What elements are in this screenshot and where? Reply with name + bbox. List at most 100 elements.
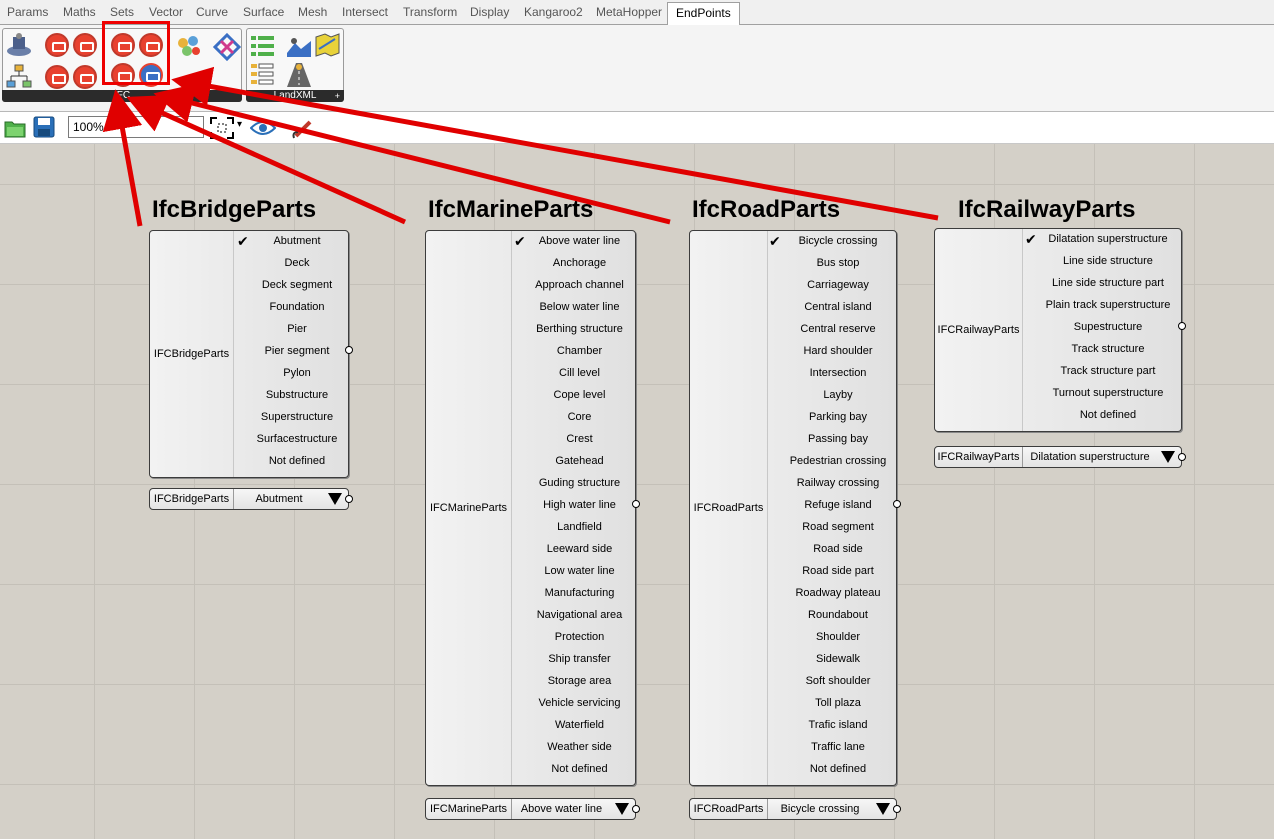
dropdown-arrow-icon[interactable] (328, 493, 342, 505)
road-list-item[interactable]: Railway crossing (796, 477, 880, 489)
road-list-item[interactable]: Roadway plateau (795, 587, 881, 599)
bridge-list-item[interactable]: Not defined (268, 455, 326, 467)
railway-list-item[interactable]: Supestructure (1073, 321, 1143, 333)
ifc-bridge-parts-icon[interactable] (109, 31, 137, 59)
railway-list-item[interactable]: Track structure (1071, 343, 1145, 355)
road-list-item[interactable]: Layby (823, 389, 853, 401)
preview-eye-icon[interactable] (249, 118, 277, 138)
road-dropdown-output-port[interactable] (893, 805, 901, 813)
marine-list-item[interactable]: Cope level (553, 389, 606, 401)
landxml-list-icon[interactable] (249, 33, 277, 61)
road-list-item[interactable]: Road side (813, 543, 863, 555)
tab-endpoints[interactable]: EndPoints (667, 2, 740, 25)
open-file-icon[interactable] (4, 116, 26, 138)
road-list-item[interactable]: Soft shoulder (805, 675, 871, 687)
bridge-output-port[interactable] (345, 346, 353, 354)
road-output-port[interactable] (893, 500, 901, 508)
railway-list-item[interactable]: Line side structure (1063, 255, 1153, 267)
ifc-pin-car-icon[interactable] (71, 63, 99, 91)
railway-list-item[interactable]: Turnout superstructure (1052, 387, 1164, 399)
bridge-list-item[interactable]: Pylon (283, 367, 311, 379)
road-list-item[interactable]: Passing bay (808, 433, 868, 445)
marine-list-item[interactable]: Below water line (539, 301, 620, 313)
ifc-railway-parts-icon[interactable] (137, 31, 165, 59)
road-list-item[interactable]: Sidewalk (815, 653, 861, 665)
marine-list-item[interactable]: Storage area (547, 675, 612, 687)
road-list-item[interactable]: Road side part (802, 565, 874, 577)
ifc-vehicle-icon[interactable] (43, 31, 71, 59)
marine-list-item[interactable]: Anchorage (552, 257, 607, 269)
tab-mesh[interactable]: Mesh (298, 5, 328, 19)
marine-list-item[interactable]: Gatehead (555, 455, 604, 467)
road-list-item[interactable]: Carriageway (807, 279, 869, 291)
bridge-list-item[interactable]: Abutment (273, 235, 321, 247)
tab-curve[interactable]: Curve (196, 5, 229, 19)
railway-output-port[interactable] (1178, 322, 1186, 330)
bridge-list-item[interactable]: Deck segment (261, 279, 333, 291)
road-list-item[interactable]: Toll plaza (815, 697, 861, 709)
bridge-list-item[interactable]: Superstructure (260, 411, 334, 423)
marine-list-item[interactable]: Vehicle servicing (538, 697, 621, 709)
ifc-hierarchy-icon[interactable] (5, 63, 33, 91)
road-list-item[interactable]: Road segment (802, 521, 874, 533)
tab-kangaroo2[interactable]: Kangaroo2 (524, 5, 583, 19)
ifc-logo-icon[interactable] (212, 32, 242, 62)
marine-list-item[interactable]: Weather side (547, 741, 612, 753)
bridge-list-item[interactable]: Substructure (265, 389, 329, 401)
bridge-list-item[interactable]: Pier segment (264, 345, 330, 357)
tab-params[interactable]: Params (7, 5, 49, 19)
marine-list-item[interactable]: Ship transfer (548, 653, 611, 665)
road-list-item[interactable]: Parking bay (808, 411, 868, 423)
marine-list-item[interactable]: High water line (543, 499, 616, 511)
tab-display[interactable]: Display (470, 5, 510, 19)
marine-list-item[interactable]: Chamber (556, 345, 603, 357)
zoom-extents-icon[interactable] (210, 117, 234, 139)
marine-list-item[interactable]: Protection (554, 631, 605, 643)
ifc-train-icon[interactable] (71, 31, 99, 59)
tab-surface[interactable]: Surface (243, 5, 285, 19)
marine-output-port[interactable] (632, 500, 640, 508)
ifc-pin-person-icon[interactable] (43, 63, 71, 91)
marine-list-item[interactable]: Approach channel (535, 279, 624, 291)
road-list-item[interactable]: Traffic lane (811, 741, 865, 753)
railway-list-item[interactable]: Dilatation superstructure (1048, 233, 1168, 245)
marine-list-item[interactable]: Crest (566, 433, 593, 445)
zoom-input[interactable]: 100% (68, 116, 204, 138)
road-list-item[interactable]: Trafic island (808, 719, 868, 731)
marine-list-item[interactable]: Navigational area (536, 609, 623, 621)
road-list-item[interactable]: Shoulder (815, 631, 861, 643)
marine-list-item[interactable]: Manufacturing (544, 587, 615, 599)
road-list-item[interactable]: Not defined (809, 763, 867, 775)
landxml-road-icon[interactable] (285, 61, 313, 89)
railway-list-item[interactable]: Track structure part (1060, 365, 1156, 377)
dropdown-arrow-icon[interactable] (1161, 451, 1175, 463)
ifc-components-icon[interactable] (175, 33, 203, 61)
road-list-item[interactable]: Central reserve (800, 323, 876, 335)
road-list-item[interactable]: Pedestrian crossing (789, 455, 887, 467)
tab-sets[interactable]: Sets (110, 5, 135, 19)
zoom-dropdown-icon[interactable]: ▾ (237, 119, 243, 130)
save-file-icon[interactable] (33, 116, 55, 138)
landxml-table-icon[interactable] (249, 61, 277, 89)
marine-dropdown-output-port[interactable] (632, 805, 640, 813)
tab-metahopper[interactable]: MetaHopper (596, 5, 663, 19)
marine-list-item[interactable]: Above water line (538, 235, 621, 247)
road-list-item[interactable]: Hard shoulder (803, 345, 873, 357)
tab-transform[interactable]: Transform (403, 5, 458, 19)
road-list-item[interactable]: Intersection (809, 367, 867, 379)
marine-list-item[interactable]: Leeward side (546, 543, 613, 555)
bridge-dropdown-output-port[interactable] (345, 495, 353, 503)
tab-maths[interactable]: Maths (63, 5, 96, 19)
bridge-list-item[interactable]: Pier (287, 323, 307, 335)
railway-list-item[interactable]: Plain track superstructure (1045, 299, 1171, 311)
tab-intersect[interactable]: Intersect (342, 5, 389, 19)
marine-list-item[interactable]: Waterfield (554, 719, 605, 731)
